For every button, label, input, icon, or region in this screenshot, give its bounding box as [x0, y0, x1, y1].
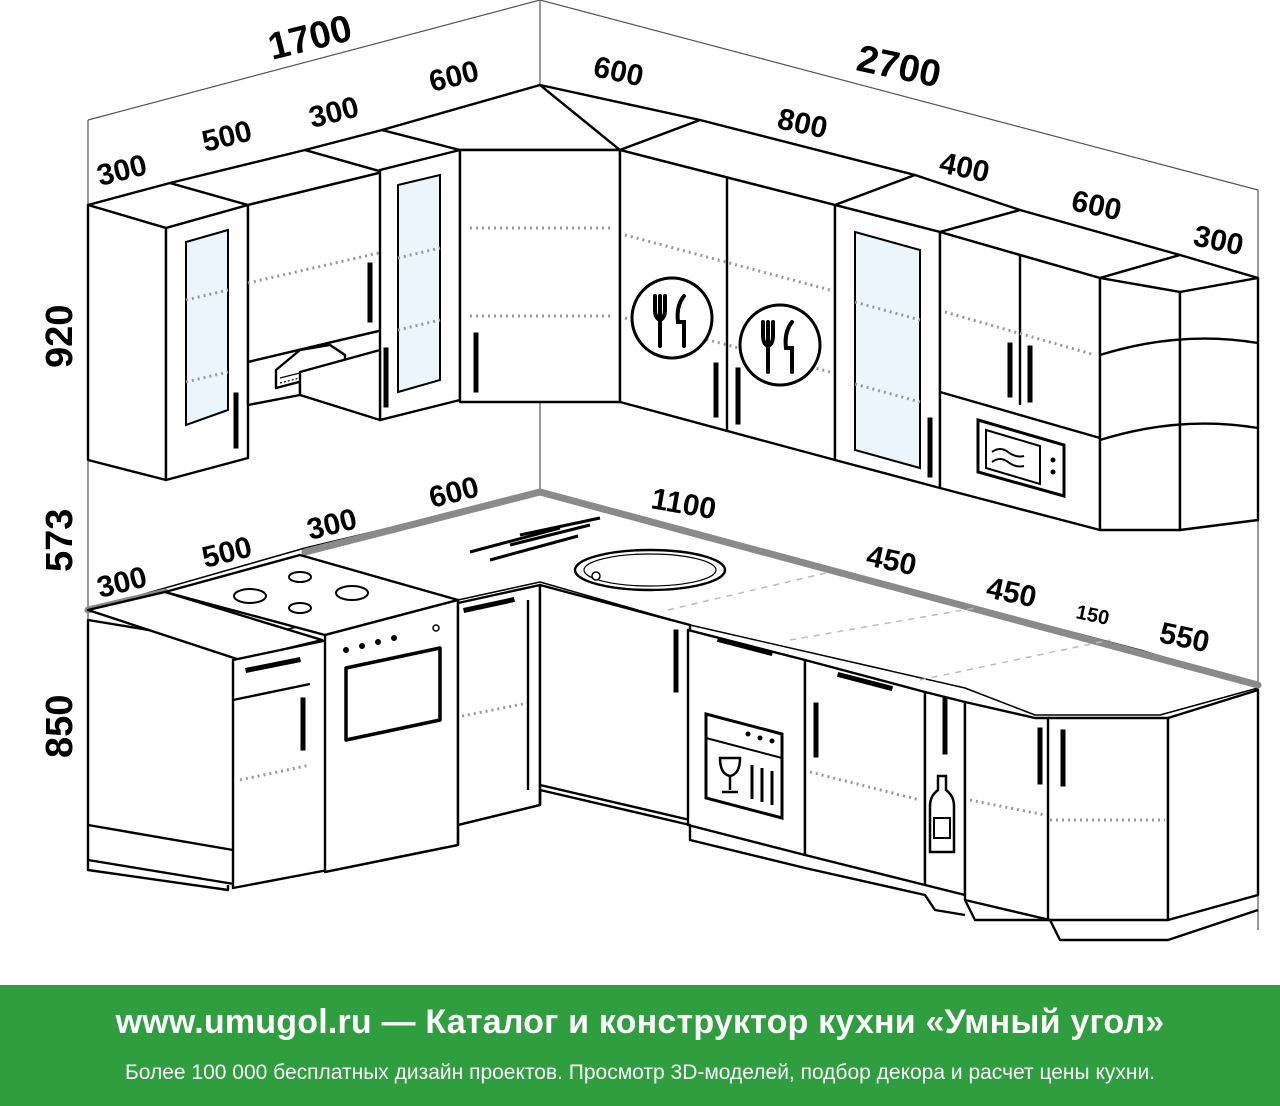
dim-upper-left-2: 500	[199, 115, 256, 159]
plinth	[86, 788, 966, 917]
bottle-icon	[928, 774, 956, 854]
dim-upper-right-5: 300	[1191, 220, 1247, 263]
dim-lower-right-5: 550	[1157, 617, 1213, 660]
dim-upper-left-4: 600	[426, 55, 483, 99]
lower-cabinet-left	[86, 590, 330, 890]
upper-corner-shelf	[1098, 253, 1260, 532]
upper-cabinet-microwave	[938, 208, 1182, 532]
dim-height-lower: 850	[39, 695, 81, 758]
cutlery-icon	[630, 276, 714, 360]
dim-upper-right-3: 400	[937, 147, 993, 190]
dim-upper-total-left: 1700	[264, 8, 356, 69]
upper-cabinet-glass-left	[86, 181, 250, 482]
dim-lower-right-4: 150	[1074, 601, 1111, 629]
upper-cabinet-glass-right	[833, 173, 1022, 490]
dim-lower-right-3: 450	[984, 572, 1040, 615]
lower-cabinet-right	[963, 688, 1260, 942]
hob-burners-icon	[233, 571, 369, 614]
dim-upper-total-right: 2700	[853, 38, 944, 97]
cutlery-icon	[738, 303, 822, 387]
upper-cabinet-cutlery	[618, 118, 917, 462]
dim-height-upper: 920	[39, 305, 81, 368]
stove	[163, 553, 460, 874]
dim-height-gap: 573	[39, 509, 81, 572]
dim-lower-right-1: 1100	[649, 482, 719, 526]
footer-subline: Более 100 000 бесплатных дизайн проектов…	[124, 1061, 1156, 1084]
dim-upper-left-3: 300	[306, 91, 363, 135]
kitchen-diagram: 1700 2700 300 500 300 600 600 800 400 60…	[39, 0, 1262, 942]
upper-cabinet-hood	[168, 148, 385, 407]
lower-cabinet-bottle	[923, 690, 967, 897]
dim-upper-left-1: 300	[94, 149, 151, 193]
dim-upper-right-4: 600	[1069, 185, 1125, 228]
microwave-icon	[976, 418, 1066, 498]
dishwasher	[686, 628, 807, 857]
promo-footer: www.umugol.ru — Каталог и конструктор ку…	[0, 985, 1280, 1106]
dishwasher-icon	[704, 712, 784, 820]
sink-icon	[469, 516, 727, 592]
lower-cabinet-sink	[538, 583, 692, 822]
footer-headline[interactable]: www.umugol.ru — Каталог и конструктор ку…	[115, 1003, 1165, 1041]
lower-cabinet-corner-left	[456, 583, 542, 827]
dim-upper-right-2: 800	[775, 103, 831, 146]
lower-cabinet-drawers	[803, 658, 927, 887]
dim-lower-right-2: 450	[864, 540, 920, 583]
dim-upper-right-1: 600	[591, 51, 647, 94]
